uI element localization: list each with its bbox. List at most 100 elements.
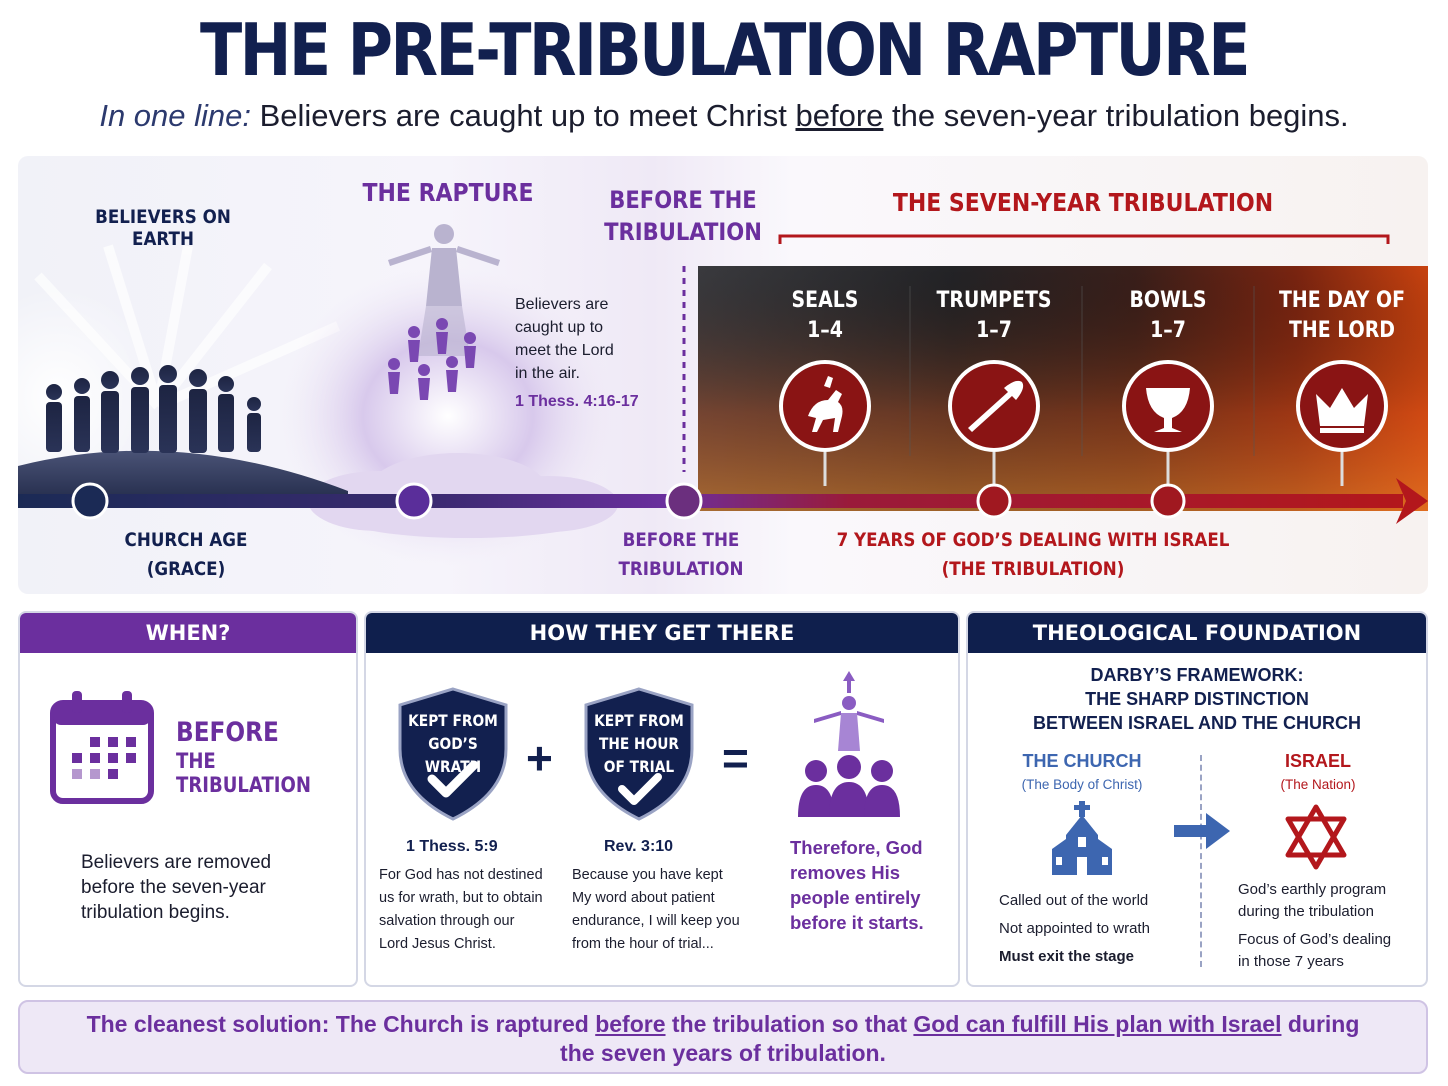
when-card: WHEN? BEFORE THE TRIBULATION Believers a… — [18, 611, 358, 987]
israel-point: in those 7 years — [1238, 953, 1344, 970]
before-label-line-2: TRIBULATION — [618, 558, 744, 580]
when-big-line-1: BEFORE — [176, 717, 279, 748]
rapture-text-line: Believers are — [515, 296, 609, 313]
church-point: Must exit the stage — [999, 948, 1135, 965]
reference-1: 1 Thess. 5:9 — [406, 838, 498, 855]
node-trumpets — [976, 483, 1012, 519]
stage-trumpets-title: TRUMPETS 1–7 — [925, 286, 1063, 346]
christ-figure-icon — [388, 224, 500, 356]
trumpet-icon — [968, 380, 1024, 432]
page-title: THE PRE-TRIBULATION RAPTURE — [200, 8, 1251, 92]
shield-2-label: KEPT FROM THE HOUR OF TRIAL — [587, 709, 690, 778]
conclusion-text: during — [1281, 1011, 1360, 1037]
stage-title-line-1: BOWLS — [1129, 288, 1207, 313]
israel-label-line-1: 7 YEARS OF GOD’S DEALING WITH ISRAEL — [836, 529, 1230, 551]
israel-point: Focus of God’s dealing — [1238, 931, 1392, 948]
reference-1-text: For God has not destined us for wrath, b… — [379, 864, 543, 956]
column-divider — [1200, 755, 1202, 967]
conclusion-emphasis: before — [595, 1011, 666, 1037]
equals-sign: = — [722, 732, 749, 784]
shield-icon — [584, 687, 694, 821]
church-point: Called out of the world — [999, 892, 1149, 909]
page-subtitle: In one line: Believers are caught up to … — [0, 98, 1448, 134]
reference-2: Rev. 3:10 — [604, 838, 674, 855]
reference-1-line: us for wrath, but to obtain — [379, 890, 543, 906]
bowl-icon — [1146, 388, 1190, 432]
church-title: THE CHURCH — [1022, 751, 1142, 771]
timeline-line — [18, 494, 1403, 508]
stage-title-line-2: 1–7 — [976, 318, 1012, 343]
timeline-panel: BELIEVERS ON EARTH THE RAPTURE BEFORE TH… — [18, 156, 1428, 594]
how-heading: HOW THEY GET THERE — [366, 613, 958, 653]
stage-title-line-1: SEALS — [791, 288, 859, 313]
star-of-david-icon — [1285, 804, 1347, 870]
conclusion-banner: The cleanest solution: The Church is rap… — [18, 1000, 1428, 1074]
stage-day-of-lord-title: THE DAY OF THE LORD — [1273, 286, 1411, 346]
how-result-line: Therefore, God — [790, 837, 923, 858]
when-description: Believers are removed before the seven-y… — [81, 850, 271, 925]
crown-icon — [1316, 388, 1368, 426]
when-big-line-2: THE TRIBULATION — [176, 749, 311, 797]
conclusion-text: the tribulation so that — [665, 1011, 914, 1037]
stage-title-line-1: TRUMPETS — [936, 288, 1052, 313]
day-of-the-lord-icon-circle — [1296, 360, 1388, 452]
how-card: HOW THEY GET THERE KEPT FROM GOD’S WRATH… — [364, 611, 960, 987]
node-rapture — [395, 482, 433, 520]
bowls-icon-circle — [1122, 360, 1214, 452]
israel-point: God’s earthly program — [1238, 881, 1387, 898]
calendar-icon — [50, 691, 154, 804]
church-points: Called out of the world Not appointed to… — [999, 887, 1150, 971]
before-tribulation-title: BEFORE THE TRIBULATION — [599, 184, 766, 248]
rapture-title: THE RAPTURE — [362, 178, 534, 207]
conclusion-text: The cleanest solution: The Church is rap… — [86, 1011, 596, 1037]
timeline-graphic — [18, 156, 1428, 594]
conclusion-line-2: the seven years of tribulation. — [560, 1040, 886, 1066]
framework-title: DARBY’S FRAMEWORK: THE SHARP DISTINCTION… — [968, 663, 1426, 735]
stage-title-line-2: 1–7 — [1150, 318, 1186, 343]
israel-title: ISRAEL — [1284, 751, 1351, 771]
reference-2-line: My word about patient — [572, 890, 715, 906]
how-result-line: before it starts. — [790, 912, 924, 933]
church-building-icon — [1052, 801, 1112, 875]
tribulation-title: THE SEVEN-YEAR TRIBULATION — [892, 188, 1274, 217]
plus-sign: + — [526, 732, 553, 784]
framework-line: BETWEEN ISRAEL AND THE CHURCH — [1032, 713, 1361, 733]
arrow-right-icon — [1174, 813, 1230, 849]
trumpets-icon-circle — [948, 360, 1040, 452]
rapture-description: Believers are caught up to meet the Lord… — [515, 293, 665, 413]
framework-line: THE SHARP DISTINCTION — [1085, 689, 1309, 709]
shield-2-line: KEPT FROM — [594, 711, 684, 730]
how-result-line: removes His — [790, 862, 901, 883]
stage-title-line-2: THE LORD — [1289, 318, 1395, 343]
framework-line: DARBY’S FRAMEWORK: — [1090, 665, 1304, 685]
stage-title-line-2: 1–4 — [807, 318, 843, 343]
reference-2-text: Because you have kept My word about pati… — [572, 864, 740, 956]
stage-seals-title: SEALS 1–4 — [756, 286, 894, 346]
church-age-line-2: (GRACE) — [146, 558, 226, 580]
when-text-line: Believers are removed — [81, 852, 272, 873]
reference-2-line: Because you have kept — [572, 867, 723, 883]
reference-1-line: Lord Jesus Christ. — [379, 936, 496, 952]
church-age-label: CHURCH AGE (GRACE) — [100, 526, 272, 584]
node-before-tribulation — [665, 482, 703, 520]
reference-1-line: salvation through our — [379, 913, 515, 929]
conclusion-line-1: The cleanest solution: The Church is rap… — [20, 1010, 1426, 1039]
how-result-line: people entirely — [790, 887, 921, 908]
rapture-text-line: in the air. — [515, 365, 580, 382]
theology-card: THEOLOGICAL FOUNDATION DARBY’S FRAMEWORK… — [966, 611, 1428, 987]
subtitle-text-b: the seven-year tribulation begins. — [883, 98, 1349, 133]
reference-2-line: from the hour of trial... — [572, 936, 714, 952]
conclusion-emphasis: God can fulfill His plan with Israel — [913, 1011, 1282, 1037]
checkmark-icon — [427, 760, 479, 798]
shield-2-line: OF TRIAL — [603, 757, 675, 776]
stage-bowls-title: BOWLS 1–7 — [1099, 286, 1237, 346]
church-age-line-1: CHURCH AGE — [124, 529, 248, 551]
rapture-people-icon — [798, 671, 900, 817]
subtitle-lead: In one line: — [99, 98, 251, 133]
church-subtitle: (The Body of Christ) — [1021, 777, 1143, 792]
tribulation-bracket — [778, 234, 1390, 244]
before-title-line-2: TRIBULATION — [604, 218, 762, 246]
israel-points: God’s earthly program during the tribula… — [1238, 879, 1391, 973]
church-point: Not appointed to wrath — [999, 920, 1150, 937]
before-title-line-1: BEFORE THE — [609, 186, 757, 214]
